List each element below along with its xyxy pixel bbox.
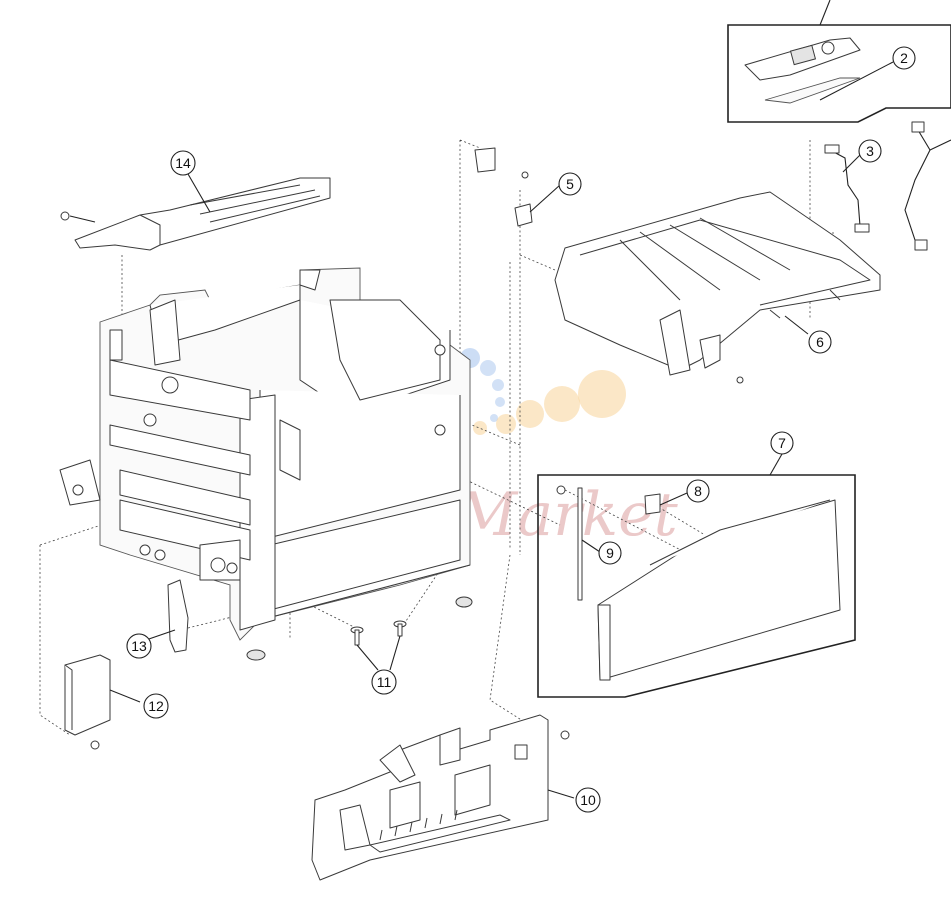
- callout-3: 3: [858, 139, 882, 163]
- callout-11: 11: [371, 669, 397, 695]
- screws-part-11: [350, 620, 407, 646]
- operator-panel-group: [727, 0, 951, 123]
- callout-7: 7: [770, 431, 794, 455]
- callout-label-11: 11: [377, 674, 392, 690]
- callout-5: 5: [558, 172, 582, 196]
- callout-label-2: 2: [900, 50, 908, 66]
- callout-label-7: 7: [778, 435, 786, 451]
- cable-part-3: [824, 144, 870, 233]
- callout-8: 8: [686, 479, 710, 503]
- cover-part-12: [64, 654, 111, 750]
- callout-14: 14: [170, 150, 196, 176]
- panel-part-13: [167, 579, 189, 653]
- callout-label-14: 14: [175, 155, 191, 171]
- callout-label-10: 10: [580, 792, 596, 808]
- callout-label-9: 9: [606, 545, 614, 561]
- callout-label-12: 12: [148, 698, 164, 714]
- callout-10: 10: [575, 787, 601, 813]
- callout-13: 13: [126, 633, 152, 659]
- cable-right-edge: [904, 121, 951, 251]
- callout-leaders: [109, 61, 894, 799]
- callout-label-13: 13: [131, 638, 147, 654]
- callout-6: 6: [808, 330, 832, 354]
- callout-9: 9: [598, 541, 622, 565]
- callout-12: 12: [143, 693, 169, 719]
- callout-label-3: 3: [866, 143, 874, 159]
- top-cover-part-14: [60, 177, 331, 251]
- output-tray-part-6: [554, 191, 881, 384]
- callout-2: 2: [892, 46, 916, 70]
- callout-label-5: 5: [566, 176, 574, 192]
- bracket-part-5: [474, 147, 533, 227]
- rear-panel-part-10: [311, 714, 570, 881]
- side-door-group: [537, 474, 856, 698]
- callout-label-8: 8: [694, 483, 702, 499]
- callout-label-6: 6: [816, 334, 824, 350]
- main-frame-assembly: [59, 267, 473, 661]
